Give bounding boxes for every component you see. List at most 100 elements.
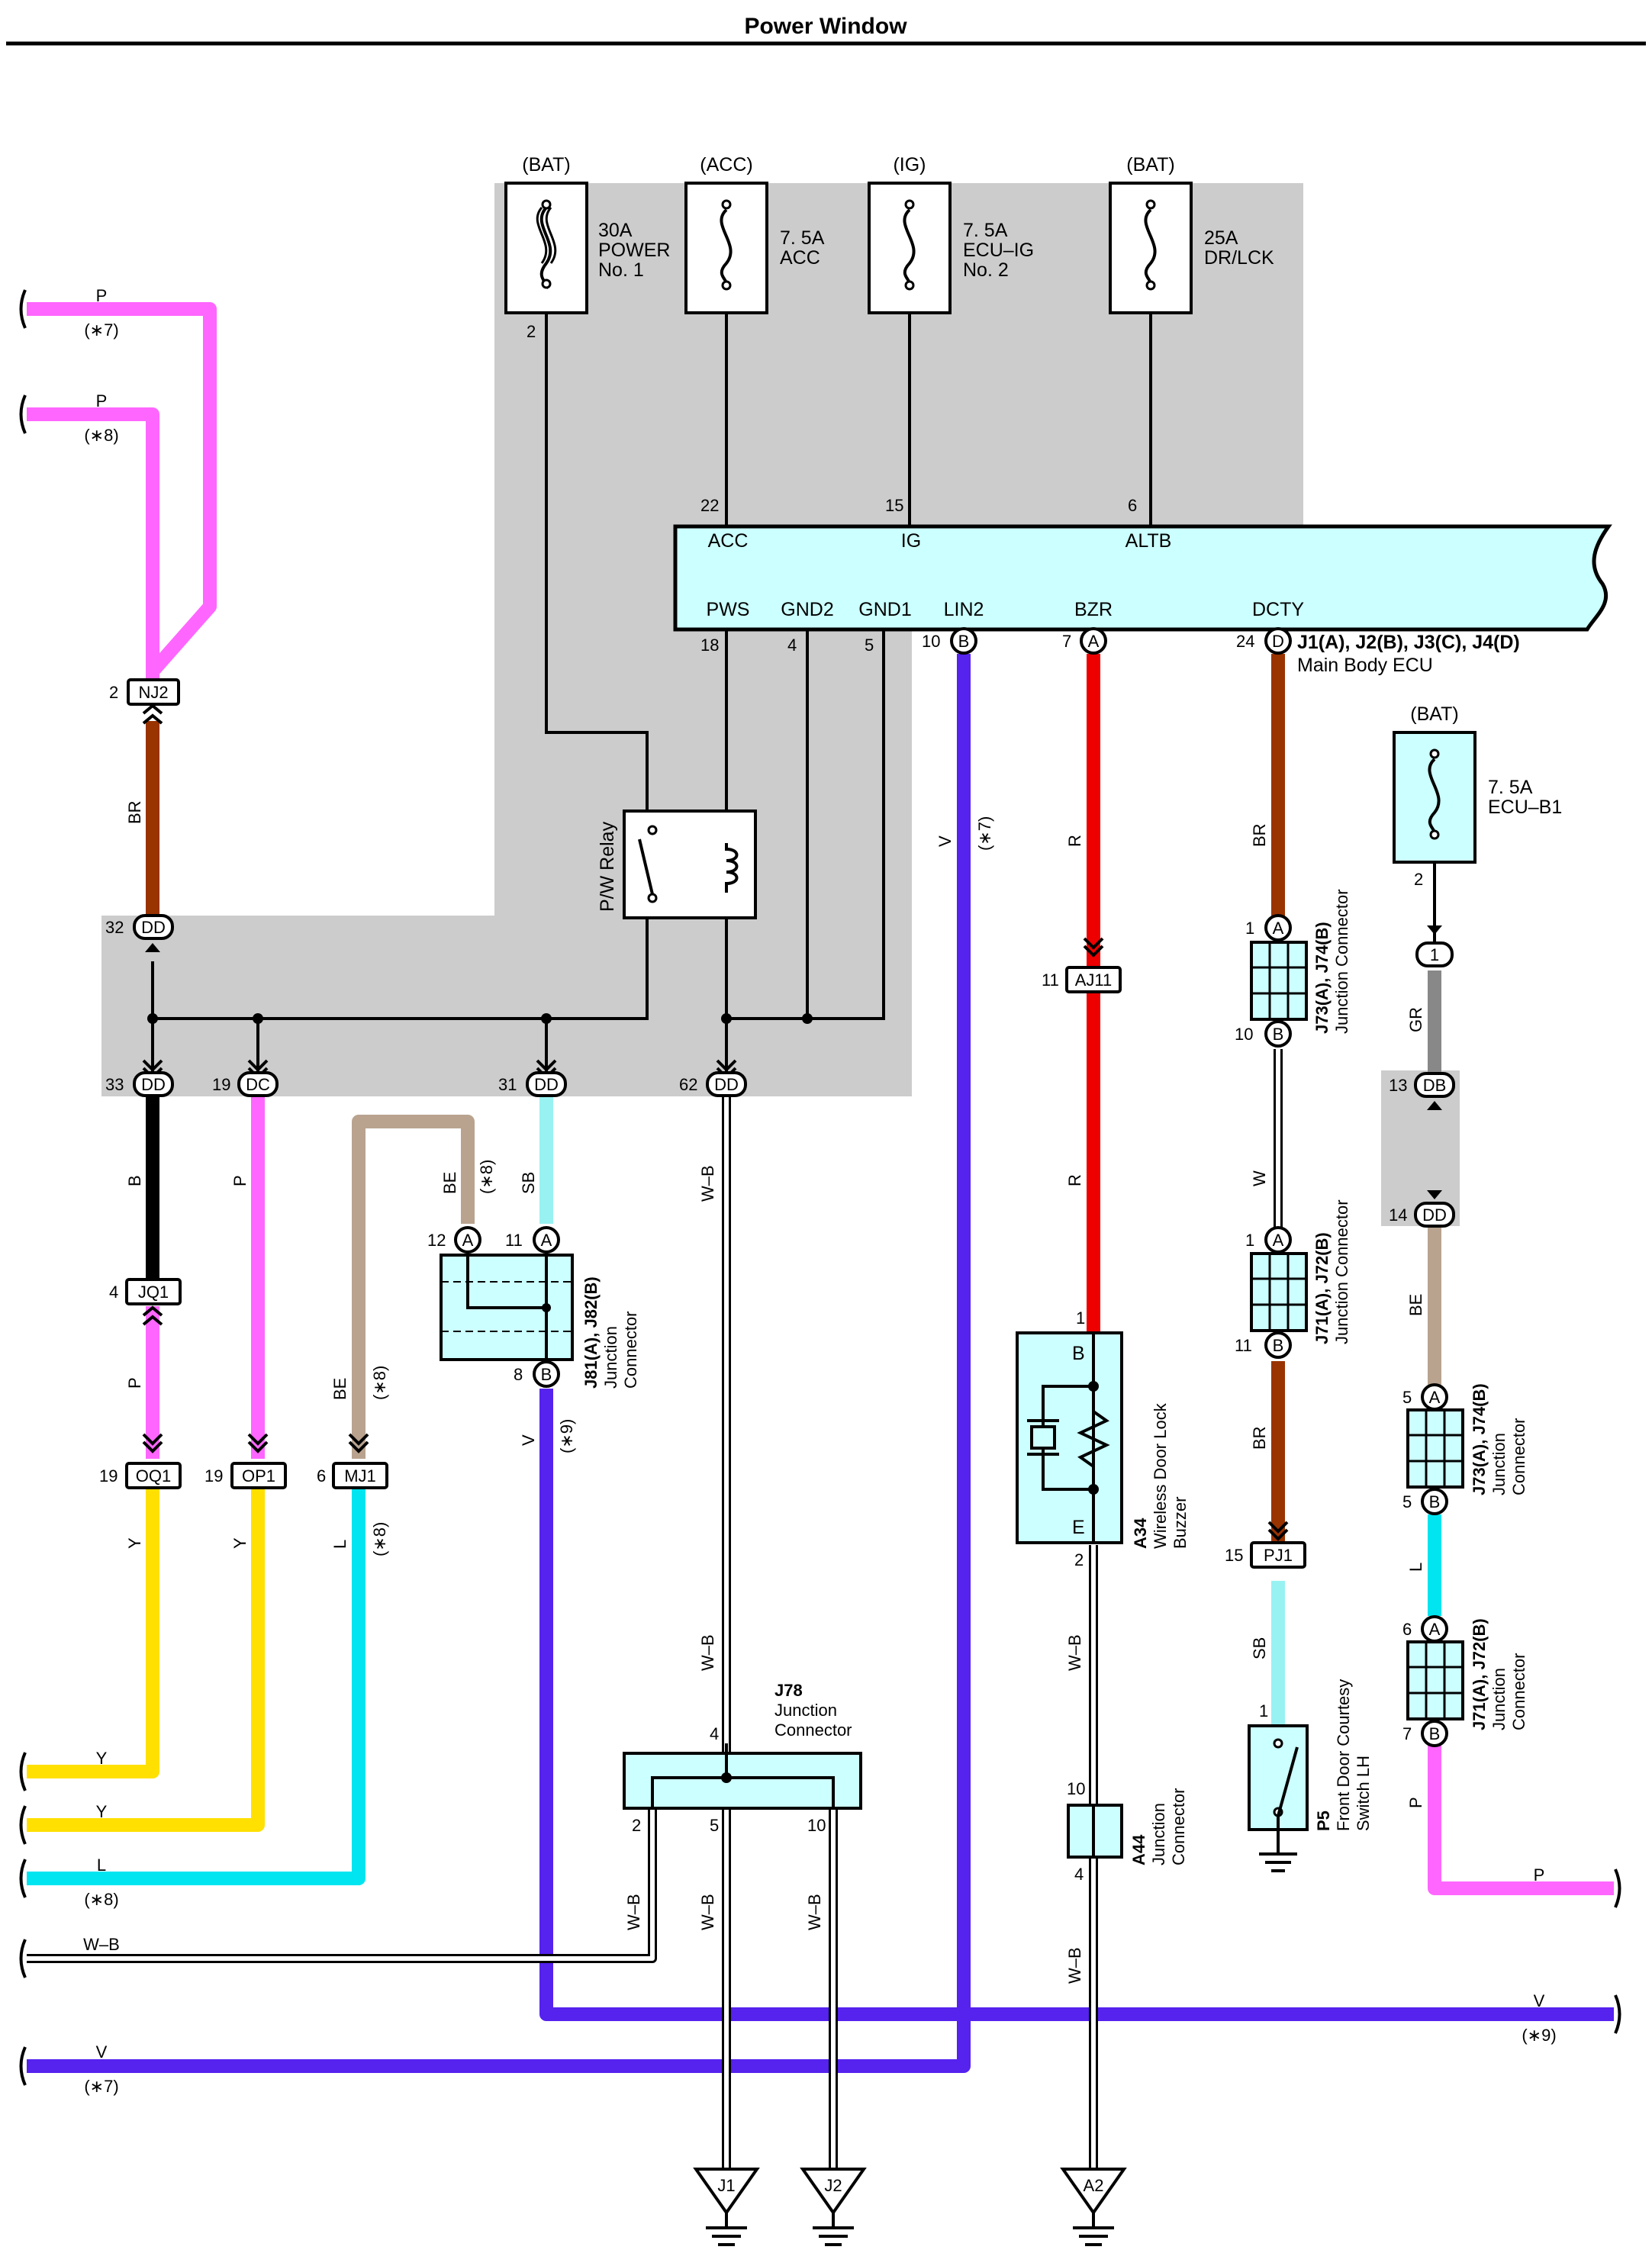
white-wires [27, 1049, 1283, 2190]
junction-j71-middle: A 1 B 11 J71(A), J72(B) Junction Connect… [1235, 1199, 1351, 1359]
svg-text:POWER: POWER [598, 240, 670, 261]
svg-text:ECU–B1: ECU–B1 [1488, 797, 1562, 818]
svg-text:BR: BR [125, 800, 144, 824]
wire-be-mj1 [352, 1115, 475, 1459]
svg-text:P: P [1406, 1797, 1425, 1808]
conn-pj1: PJ1 15 [1225, 1521, 1306, 1569]
svg-text:Connector: Connector [621, 1311, 640, 1389]
svg-text:BR: BR [1250, 1426, 1269, 1450]
svg-text:D: D [1272, 632, 1284, 651]
svg-text:2: 2 [527, 322, 536, 341]
conn-db-13: DB 13 [1389, 1072, 1455, 1110]
junction-j73-right: A 5 B 5 J73(A), J74(B) Junction Connecto… [1402, 1383, 1528, 1515]
svg-text:30A: 30A [598, 220, 633, 241]
svg-text:BE: BE [330, 1378, 349, 1400]
svg-text:2: 2 [632, 1816, 641, 1835]
svg-text:SB: SB [1250, 1637, 1269, 1659]
junction-j78: J78 Junction Connector 4 2 5 10 [623, 1681, 862, 1835]
svg-text:19: 19 [99, 1466, 118, 1485]
svg-text:R: R [1065, 1174, 1084, 1186]
svg-text:(BAT): (BAT) [1126, 154, 1174, 175]
svg-text:DD: DD [141, 1075, 166, 1094]
svg-text:J78: J78 [774, 1681, 803, 1700]
svg-text:10: 10 [1235, 1025, 1253, 1044]
svg-text:ALTB: ALTB [1125, 530, 1172, 552]
svg-text:B: B [1429, 1724, 1441, 1743]
svg-text:GR: GR [1406, 1007, 1425, 1032]
svg-text:11: 11 [1042, 970, 1059, 990]
svg-text:Y: Y [96, 1749, 108, 1768]
svg-text:A: A [1088, 632, 1100, 651]
svg-text:(∗8): (∗8) [84, 426, 118, 445]
svg-text:1: 1 [1245, 919, 1254, 938]
svg-text:(∗7): (∗7) [84, 320, 118, 340]
switch-p5: 1 P5 Front Door Courtesy Switch LH [1248, 1679, 1373, 1872]
junction-j73-upper: A 1 B 10 J73(A), J74(B) Junction Connect… [1235, 889, 1351, 1048]
conn-dd-62: DD 62 [679, 1059, 747, 1097]
svg-text:6: 6 [1402, 1620, 1412, 1639]
svg-text:L: L [330, 1540, 349, 1549]
svg-text:W–B: W–B [698, 1634, 717, 1671]
svg-text:A: A [1429, 1620, 1441, 1639]
svg-text:DCTY: DCTY [1252, 599, 1304, 620]
junction-dots [147, 1013, 813, 1024]
svg-text:5: 5 [710, 1816, 719, 1835]
svg-text:J1: J1 [717, 2176, 735, 2195]
svg-text:Front Door Courtesy: Front Door Courtesy [1334, 1679, 1353, 1831]
svg-text:62: 62 [679, 1075, 697, 1094]
svg-text:V: V [96, 2042, 108, 2062]
wire-v-7 [27, 654, 971, 2073]
svg-text:B: B [1273, 1336, 1284, 1355]
svg-text:W–B: W–B [83, 1935, 120, 1954]
svg-text:GND1: GND1 [858, 599, 911, 620]
ground-a2: A2 [1060, 2168, 1127, 2246]
svg-text:Wireless Door Lock: Wireless Door Lock [1151, 1402, 1170, 1549]
svg-text:(∗8): (∗8) [477, 1160, 496, 1194]
svg-text:11: 11 [1235, 1336, 1252, 1355]
svg-text:DD: DD [714, 1075, 739, 1094]
svg-text:J71(A), J72(B): J71(A), J72(B) [1312, 1232, 1332, 1344]
svg-text:Connector: Connector [774, 1720, 852, 1740]
svg-text:13: 13 [1389, 1076, 1407, 1095]
svg-text:A2: A2 [1084, 2176, 1104, 2195]
svg-text:J81(A), J82(B): J81(A), J82(B) [581, 1276, 601, 1389]
svg-text:4: 4 [1074, 1865, 1084, 1884]
svg-text:Y: Y [230, 1537, 250, 1549]
svg-text:2: 2 [109, 683, 118, 702]
ecu-shade-area [101, 183, 1303, 1096]
svg-text:W: W [1250, 1170, 1269, 1186]
svg-text:10: 10 [922, 632, 940, 651]
svg-text:4: 4 [710, 1724, 719, 1743]
main-body-ecu: 22 15 6 ACC IG ALTB PWS GND2 GND1 LIN2 B… [673, 496, 1612, 676]
svg-text:B: B [541, 1365, 552, 1384]
svg-text:(IG): (IG) [893, 154, 926, 175]
svg-text:(BAT): (BAT) [522, 154, 570, 175]
conn-op1: OP1 19 [204, 1433, 287, 1489]
svg-text:7: 7 [1062, 632, 1071, 651]
svg-text:P: P [1534, 1865, 1545, 1885]
svg-text:J1(A), J2(B), J3(C), J4(D): J1(A), J2(B), J3(C), J4(D) [1297, 632, 1520, 653]
svg-text:A: A [1429, 1388, 1441, 1407]
svg-text:A: A [1273, 919, 1284, 938]
pw-relay: P/W Relay [597, 810, 757, 919]
svg-text:(∗8): (∗8) [84, 1890, 118, 1909]
svg-text:B: B [1273, 1025, 1284, 1044]
svg-text:E: E [1072, 1517, 1085, 1538]
svg-text:DC: DC [246, 1075, 270, 1094]
svg-text:J2: J2 [824, 2176, 842, 2195]
svg-text:33: 33 [105, 1075, 124, 1094]
svg-text:11: 11 [505, 1231, 523, 1250]
conn-dd-14: DD 14 [1389, 1190, 1455, 1228]
wire-y-2 [27, 1489, 265, 1832]
svg-text:W–B: W–B [698, 1165, 717, 1202]
svg-text:MJ1: MJ1 [344, 1466, 376, 1485]
svg-text:Y: Y [125, 1537, 144, 1549]
wire-l-mj1 [27, 1489, 366, 1885]
svg-text:W–B: W–B [1065, 1634, 1084, 1671]
svg-text:V: V [935, 835, 955, 847]
svg-text:DB: DB [1423, 1076, 1447, 1095]
ground-j2: J2 [800, 2168, 867, 2246]
svg-text:W–B: W–B [624, 1894, 643, 1930]
fuse-7-5a-ecu-ig: (IG) 7. 5A ECU–IG No. 2 [868, 154, 1034, 314]
